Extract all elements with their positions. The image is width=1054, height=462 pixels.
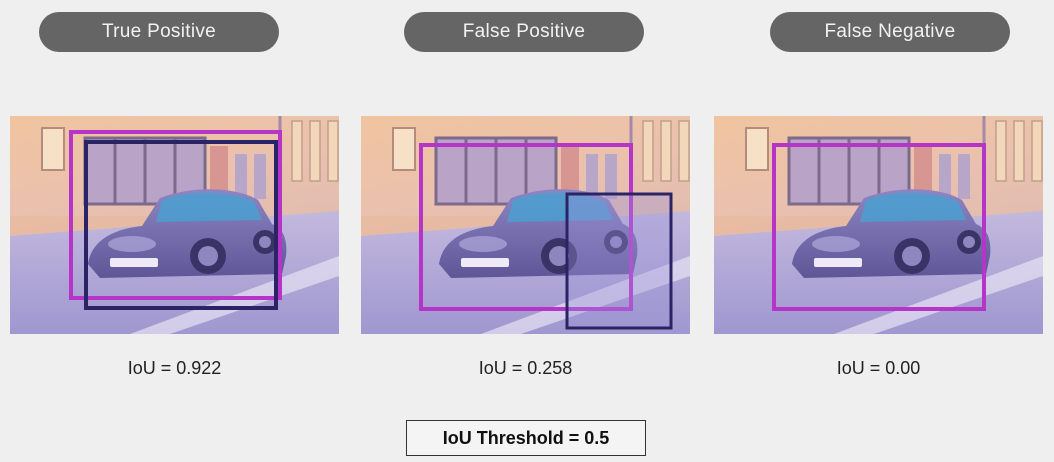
prediction-box (84, 140, 278, 310)
true-positive-title: True Positive (39, 12, 279, 52)
true-positive-image (10, 116, 339, 334)
false-negative-title: False Negative (770, 12, 1010, 52)
false-positive-image (361, 116, 690, 334)
true-positive-iou: IoU = 0.922 (127, 358, 222, 378)
ground-truth-box (419, 143, 633, 311)
iou-threshold-box: IoU Threshold = 0.5 (406, 420, 646, 456)
false-positive-title: False Positive (404, 12, 644, 52)
prediction-box (565, 192, 673, 330)
false-negative-iou: IoU = 0.00 (836, 358, 921, 378)
false-positive-iou: IoU = 0.258 (478, 358, 573, 378)
ground-truth-box (69, 130, 282, 300)
ground-truth-box (772, 143, 986, 311)
false-negative-image (714, 116, 1043, 334)
